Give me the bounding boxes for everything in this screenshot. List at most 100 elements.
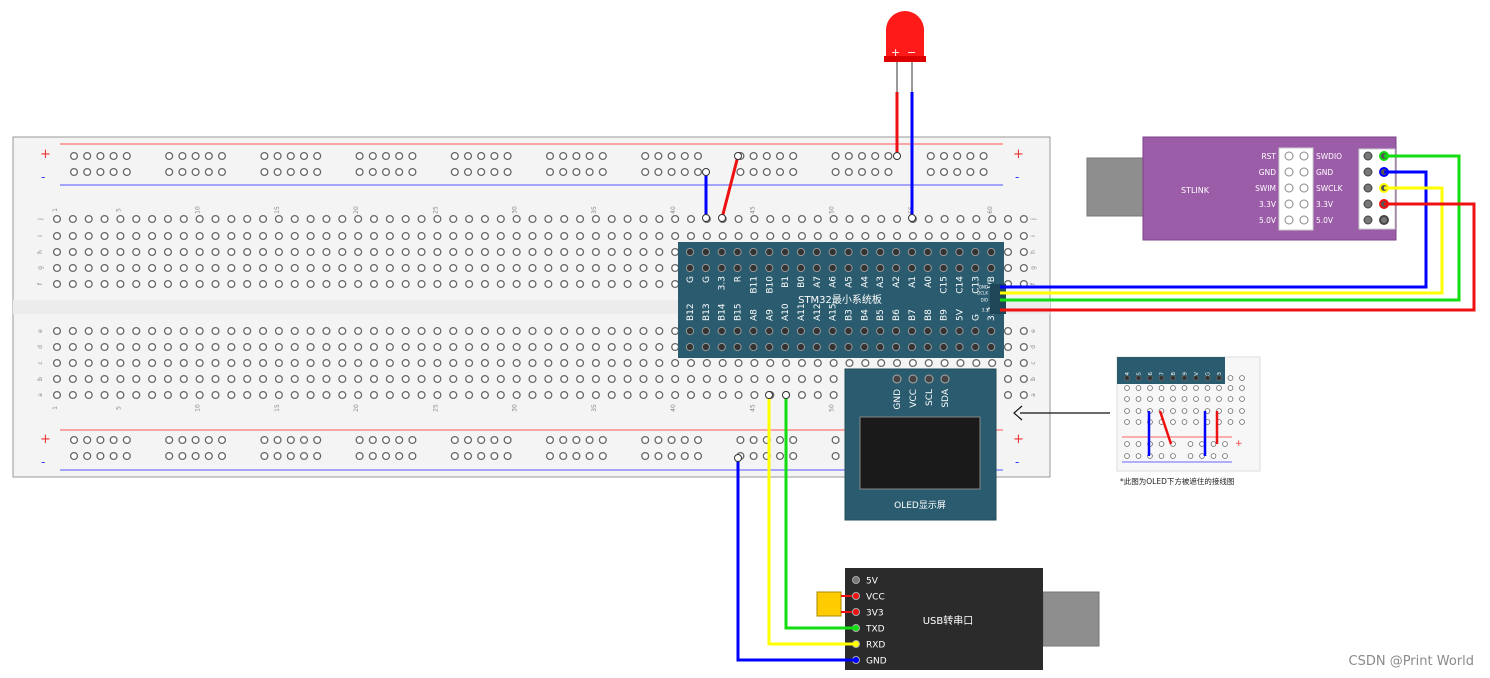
rail-hole [395, 451, 404, 461]
rail-hole [559, 451, 568, 461]
breadboard-hole [433, 390, 442, 400]
breadboard-hole [227, 374, 236, 384]
breadboard-hole [512, 263, 521, 273]
rail-hole [503, 151, 512, 161]
breadboard-hole [290, 247, 299, 257]
breadboard-hole [1003, 326, 1013, 336]
stm32-pin [876, 263, 885, 273]
breadboard-hole [924, 231, 933, 241]
breadboard-hole [528, 342, 537, 352]
breadboard-hole [560, 279, 569, 289]
stm32-bottom-pin-label: A9 [765, 309, 775, 321]
rail-hole [299, 435, 309, 445]
breadboard-hole [702, 374, 711, 384]
breadboard-hole [385, 358, 394, 368]
rail-hole [545, 167, 555, 177]
breadboard-hole [195, 231, 204, 241]
breadboard-hole [116, 390, 125, 400]
rail-hole [831, 151, 840, 161]
breadboard-hole [512, 358, 521, 368]
breadboard-hole [480, 214, 490, 224]
breadboard-hole [211, 214, 220, 224]
breadboard-hole [496, 263, 505, 273]
stm32-pin [733, 263, 742, 273]
inset-hole [1135, 419, 1142, 425]
stm32-pin [987, 326, 996, 336]
breadboard-hole [465, 326, 474, 336]
rail-hole [299, 151, 309, 161]
breadboard-hole [274, 342, 283, 352]
breadboard-hole [449, 231, 458, 241]
stm32-pin [987, 263, 996, 273]
breadboard-hole [100, 374, 109, 384]
breadboard-hole [243, 279, 252, 289]
rail-hole [355, 167, 364, 177]
stm32-pin [860, 263, 869, 273]
rail-hole [598, 435, 607, 445]
oled-pin [892, 374, 902, 384]
breadboard-hole [797, 231, 806, 241]
breadboard-hole [227, 358, 236, 368]
inset-hole [1147, 375, 1153, 381]
rail-hole [191, 435, 200, 445]
breadboard-hole [607, 342, 616, 352]
breadboard-hole [116, 231, 125, 241]
breadboard-hole [338, 231, 347, 241]
stm32-pin [717, 247, 726, 257]
rail-hole [775, 451, 785, 461]
rail-hole [884, 167, 893, 177]
breadboard-hole [655, 390, 664, 400]
column-number-top: 20 [353, 206, 360, 214]
breadboard-hole [892, 231, 902, 241]
stm32-pin [812, 342, 821, 352]
stm32-pin [923, 326, 932, 336]
breadboard-hole [639, 374, 648, 384]
rail-hole [572, 435, 581, 445]
breadboard-hole [52, 374, 62, 384]
breadboard-hole [1019, 231, 1028, 241]
breadboard-hole [639, 231, 648, 241]
oled-pin-label: SCL [925, 389, 935, 406]
breadboard-hole [544, 263, 553, 273]
breadboard-hole [528, 231, 537, 241]
inset-caption: *此图为OLED下方被遮住的接线图 [1120, 476, 1234, 486]
rail-hole [260, 151, 269, 161]
inset-hole [1193, 408, 1199, 414]
stm32-pin [844, 326, 853, 336]
breadboard-hole [211, 247, 220, 257]
stlink-left-label: SWIM [1255, 184, 1276, 193]
breadboard-hole [655, 231, 664, 241]
stm32-pin [955, 263, 964, 273]
breadboard-hole [782, 374, 791, 384]
breadboard-hole [575, 231, 585, 241]
breadboard-hole [401, 247, 410, 257]
breadboard-hole [243, 231, 252, 241]
breadboard-hole [655, 374, 664, 384]
breadboard-hole [560, 263, 569, 273]
breadboard-hole [243, 326, 252, 336]
breadboard-hole [354, 231, 363, 241]
rail-hole [191, 167, 200, 177]
stm32-pin [844, 263, 853, 273]
stm32-bottom-pin-label: B6 [892, 309, 902, 321]
breadboard-hole [686, 231, 696, 241]
breadboard-hole [179, 279, 188, 289]
breadboard-hole [607, 374, 616, 384]
breadboard-hole [369, 374, 379, 384]
rail-hole [789, 451, 798, 461]
column-number-top: 10 [195, 206, 202, 214]
inset-rail-hole [1210, 441, 1217, 447]
stm32-bottom-pin-label: B9 [940, 309, 950, 321]
rail-hole [572, 167, 581, 177]
breadboard-hole [132, 374, 141, 384]
breadboard-hole [1019, 214, 1028, 224]
stm32-bottom-pin-label: G [971, 314, 981, 321]
breadboard-hole [354, 342, 363, 352]
breadboard-hole [560, 214, 569, 224]
rail-hole [122, 167, 131, 177]
breadboard-hole [132, 214, 141, 224]
breadboard-hole [148, 231, 157, 241]
stm32-top-pin-label: C13 [971, 276, 981, 294]
rail-hole [572, 151, 581, 161]
